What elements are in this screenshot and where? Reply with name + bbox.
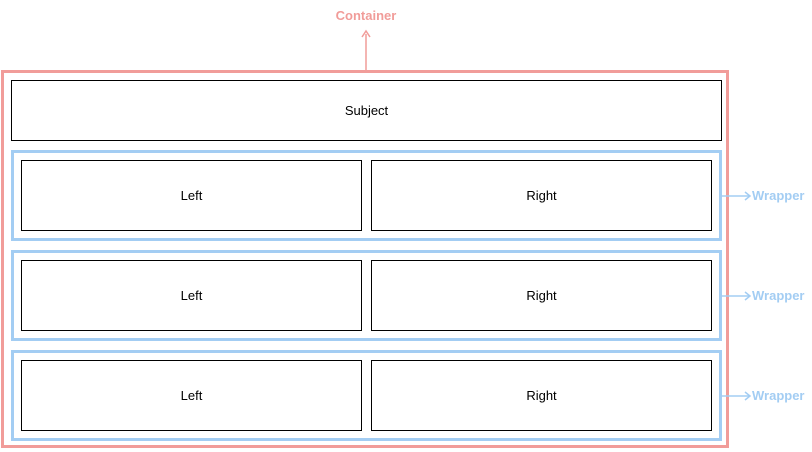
right-box-1: Right (371, 160, 712, 231)
wrapper-arrow-icon (722, 291, 752, 301)
wrapper-label-3: Wrapper (752, 388, 805, 403)
subject-label: Subject (344, 103, 389, 118)
left-box-2: Left (21, 260, 362, 331)
container-arrow-icon (361, 29, 371, 71)
subject-box: Subject (11, 80, 722, 141)
left-label: Left (180, 188, 203, 203)
right-box-3: Right (371, 360, 712, 431)
right-box-2: Right (371, 260, 712, 331)
wrapper-arrow-icon (722, 191, 752, 201)
left-label: Left (180, 388, 203, 403)
right-label: Right (526, 288, 557, 303)
left-label: Left (180, 288, 203, 303)
wrapper-arrow-icon (722, 391, 752, 401)
wrapper-label-1: Wrapper (752, 188, 805, 203)
wrapper-box-1 (11, 150, 722, 241)
wrapper-box-2 (11, 250, 722, 341)
wrapper-label-2: Wrapper (752, 288, 805, 303)
container-box (1, 70, 729, 448)
right-label: Right (526, 388, 557, 403)
right-label: Right (526, 188, 557, 203)
left-box-3: Left (21, 360, 362, 431)
wrapper-box-3 (11, 350, 722, 441)
container-label: Container (335, 8, 397, 23)
left-box-1: Left (21, 160, 362, 231)
